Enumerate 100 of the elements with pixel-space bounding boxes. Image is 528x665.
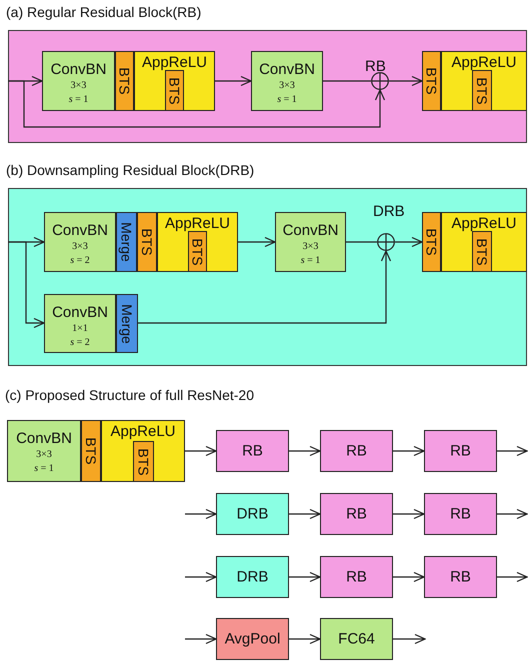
kernel-size: 1×1: [72, 324, 88, 334]
arrow: [289, 446, 321, 456]
stride-label: s = 1: [277, 95, 297, 105]
block-box: [320, 618, 393, 660]
kernel-size: 3×3: [279, 81, 295, 91]
layer-name: BTS: [475, 238, 489, 266]
kernel-size: 3×3: [70, 81, 86, 91]
layer-name: BTS: [118, 67, 132, 95]
block-label: RB: [346, 570, 367, 584]
block-label: RB: [242, 444, 263, 458]
layer-name: BTS: [424, 67, 438, 95]
arrow: [215, 76, 252, 86]
layer-box: [42, 51, 115, 111]
layer-name: ConvBN: [50, 62, 106, 77]
layer-name: BTS: [84, 437, 98, 465]
layer-name: Merge: [120, 304, 134, 344]
layer-box: [157, 212, 238, 272]
arrow: [185, 572, 217, 582]
block-box: [216, 618, 289, 660]
block-box: [216, 556, 289, 598]
layer-name: AppReLU: [164, 216, 230, 231]
layer-name: ConvBN: [16, 431, 72, 446]
layer-box: [441, 212, 527, 272]
kernel-size: 3×3: [72, 242, 88, 252]
layer-box: [44, 212, 116, 272]
arrow: [393, 634, 426, 644]
layer-box: [7, 420, 81, 482]
block-label: DRB: [236, 506, 268, 522]
adder-circle: [371, 72, 389, 90]
layer-box: [472, 70, 492, 111]
layer-box: [134, 51, 215, 111]
layer-name: BTS: [136, 448, 150, 476]
layer-box: [165, 70, 184, 111]
block-box: [320, 430, 393, 472]
layer-name: BTS: [168, 76, 182, 104]
stride-label: s = 1: [300, 256, 320, 266]
layer-box: [115, 51, 134, 111]
block-label: RB: [450, 570, 471, 584]
layer-box: [44, 294, 116, 353]
layer-box: [101, 420, 185, 482]
layer-name: ConvBN: [52, 223, 108, 238]
arrow: [289, 634, 321, 644]
arrow: [185, 446, 217, 456]
layer-box: [422, 212, 441, 272]
stride-label: s = 1: [68, 95, 88, 105]
layer-box: [441, 51, 527, 111]
block-label: RB: [346, 506, 367, 522]
arrow: [289, 572, 321, 582]
connector-line: [323, 80, 371, 82]
block-box: [320, 493, 393, 535]
block-box: [320, 556, 393, 598]
block-label: FC64: [338, 632, 375, 646]
layer-name: ConvBN: [259, 62, 315, 77]
layer-box: [137, 212, 157, 272]
block-box: [216, 493, 289, 535]
block-box: [424, 556, 497, 598]
layer-name: ConvBN: [282, 223, 338, 238]
adder-circle: [377, 233, 395, 251]
arrow: [138, 250, 392, 324]
arrow: [393, 446, 425, 456]
block-label: DRB: [236, 570, 268, 584]
layer-name: AppReLU: [451, 55, 517, 70]
arrow: [395, 236, 423, 248]
layer-name: BTS: [140, 228, 154, 256]
block-box: [216, 430, 289, 472]
arrow: [185, 634, 217, 644]
layer-box: [116, 212, 137, 272]
block-label: DRB: [373, 204, 405, 219]
layer-box: [422, 51, 441, 111]
block-label: RB: [365, 59, 386, 74]
layer-name: AppReLU: [451, 216, 517, 231]
layer-box: [133, 441, 154, 482]
kernel-size: 3×3: [302, 242, 318, 252]
arrow: [185, 508, 217, 520]
arrow: [389, 76, 423, 86]
arrow: [497, 446, 528, 456]
layer-box: [251, 51, 323, 111]
block-label: RB: [450, 444, 471, 458]
block-box: [424, 493, 497, 535]
layer-name: BTS: [475, 76, 489, 104]
layer-name: BTS: [190, 238, 204, 266]
layer-name: AppReLU: [142, 55, 208, 70]
layer-box: [472, 231, 492, 272]
arrow: [289, 508, 321, 520]
block-box: [424, 430, 497, 472]
connector-line: [346, 241, 377, 243]
panel-heading: (a) Regular Residual Block(RB): [6, 5, 202, 19]
stride-label: s = 2: [70, 256, 90, 266]
stride-label: s = 2: [70, 338, 90, 348]
arrow: [497, 572, 528, 582]
block-label: RB: [450, 506, 471, 522]
panel-heading: (c) Proposed Structure of full ResNet-20: [5, 388, 254, 402]
layer-name: BTS: [424, 228, 438, 256]
layer-box: [116, 294, 138, 353]
layer-name: AppReLU: [110, 424, 176, 439]
layer-name: ConvBN: [52, 305, 108, 320]
block-label: AvgPool: [224, 632, 280, 646]
arrow: [497, 508, 528, 520]
arrow: [8, 241, 45, 328]
stride-label: s = 1: [34, 464, 54, 474]
